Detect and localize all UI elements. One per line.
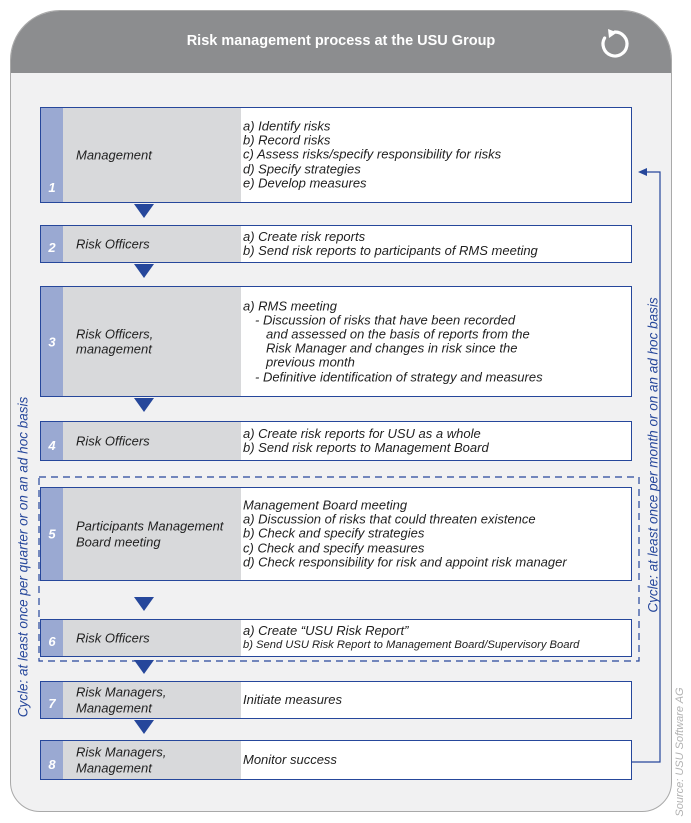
step-4: 4 Risk Officers a) Create risk reports f… bbox=[40, 421, 632, 461]
step-actor: Participants Management Board meeting bbox=[63, 488, 241, 580]
step-number: 6 bbox=[41, 620, 63, 656]
header-bar: Risk management process at the USU Group bbox=[11, 11, 671, 73]
step-description: a) Create “USU Risk Report”b) Send USU R… bbox=[243, 622, 580, 651]
step-description: Monitor success bbox=[243, 751, 337, 767]
flow-arrow bbox=[134, 660, 154, 674]
flow-arrow bbox=[134, 398, 154, 412]
step-number: 3 bbox=[41, 287, 63, 396]
cycle-icon bbox=[601, 29, 629, 58]
step-actor: Risk Officers bbox=[63, 226, 241, 262]
step-actor: Risk Officers, management bbox=[63, 287, 241, 396]
step-3: 3 Risk Officers, management a) RMS meeti… bbox=[40, 286, 632, 397]
step-6: 6 Risk Officers a) Create “USU Risk Repo… bbox=[40, 619, 632, 657]
feedback-arrowhead bbox=[638, 168, 647, 176]
step-number: 4 bbox=[41, 422, 63, 460]
step-actor: Management bbox=[63, 108, 241, 202]
flow-arrow bbox=[134, 264, 154, 278]
step-5: 5 Participants Management Board meeting … bbox=[40, 487, 632, 581]
step-number: 2 bbox=[41, 226, 63, 262]
cycle-label-quarterly: Cycle: at least once per quarter or on a… bbox=[15, 396, 31, 718]
step-number: 5 bbox=[41, 488, 63, 580]
step-description: a) Create risk reports for USU as a whol… bbox=[243, 425, 489, 455]
diagram-title: Risk management process at the USU Group bbox=[186, 33, 496, 49]
step-description: a) RMS meeting - Discussion of risks tha… bbox=[243, 297, 543, 384]
step-actor: Risk Managers, Management bbox=[63, 682, 241, 718]
step-7: 7 Risk Managers, Management Initiate mea… bbox=[40, 681, 632, 719]
source-note: Source: USU Software AG bbox=[674, 687, 686, 817]
step-number: 7 bbox=[41, 682, 63, 718]
step-actor: Risk Officers bbox=[63, 620, 241, 656]
flow-arrow bbox=[134, 720, 154, 734]
feedback-line bbox=[632, 171, 661, 763]
step-number: 1 bbox=[41, 108, 63, 202]
step-8: 8 Risk Managers, Management Monitor succ… bbox=[40, 740, 632, 780]
step-description: Initiate measures bbox=[243, 691, 342, 707]
step-number: 8 bbox=[41, 741, 63, 779]
board-meeting-dashed-region bbox=[38, 476, 640, 662]
step-actor: Risk Officers bbox=[63, 422, 241, 460]
step-actor: Risk Managers, Management bbox=[63, 741, 241, 779]
flow-arrow bbox=[134, 597, 154, 611]
flow-arrow bbox=[134, 204, 154, 218]
cycle-label-monthly: Cycle: at least once per month or on an … bbox=[645, 297, 661, 613]
